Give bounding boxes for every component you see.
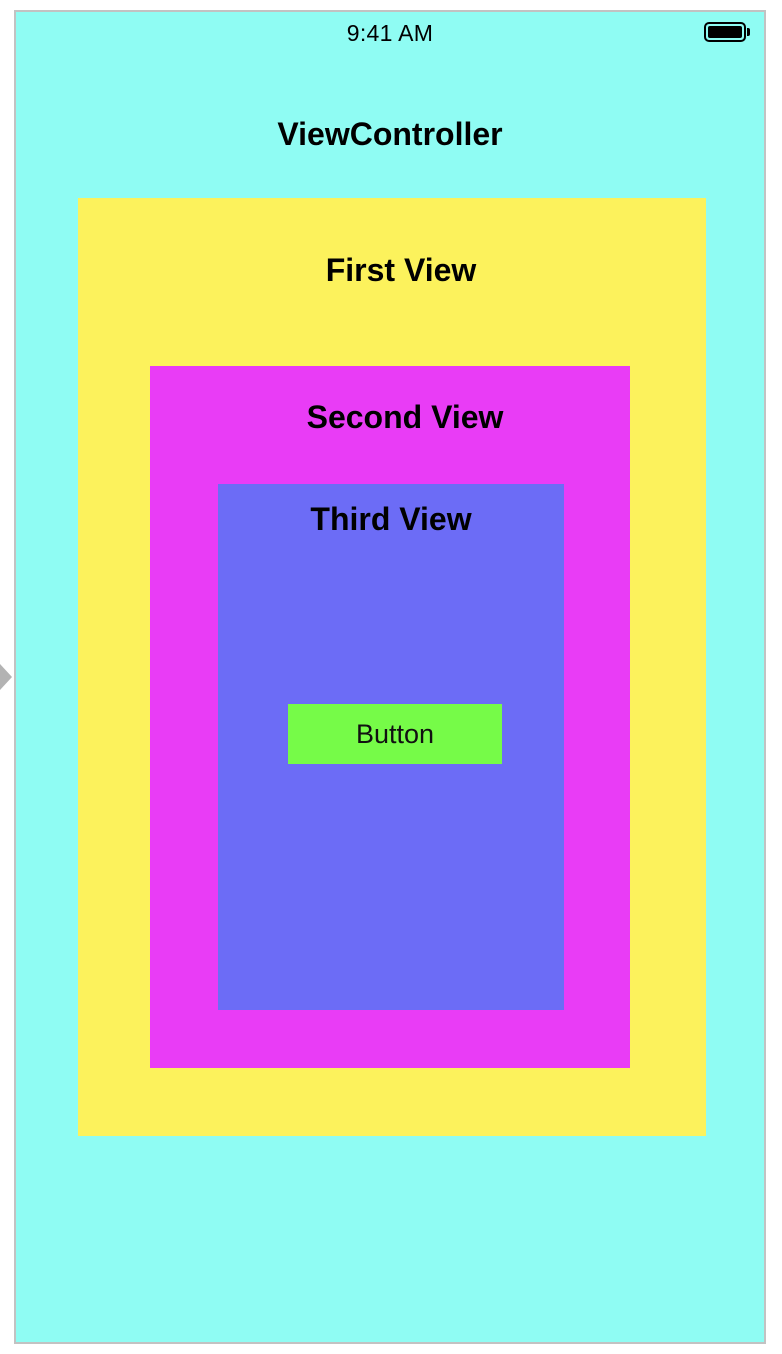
entry-arrow-icon xyxy=(0,664,12,690)
third-view[interactable]: Third View Button xyxy=(218,484,564,1010)
first-view[interactable]: First View Second View Third View Button xyxy=(78,198,706,1136)
view-controller-scene[interactable]: 9:41 AM ViewController First View Second… xyxy=(14,10,766,1344)
battery-full-icon xyxy=(704,22,750,44)
first-view-label: First View xyxy=(325,252,477,288)
second-view[interactable]: Second View Third View Button xyxy=(150,366,630,1068)
status-bar-time: 9:41 AM xyxy=(346,20,434,46)
view-controller-title: ViewController xyxy=(277,116,503,152)
third-view-label: Third View xyxy=(310,501,472,537)
second-view-label: Second View xyxy=(306,399,504,435)
button[interactable]: Button xyxy=(288,704,502,764)
